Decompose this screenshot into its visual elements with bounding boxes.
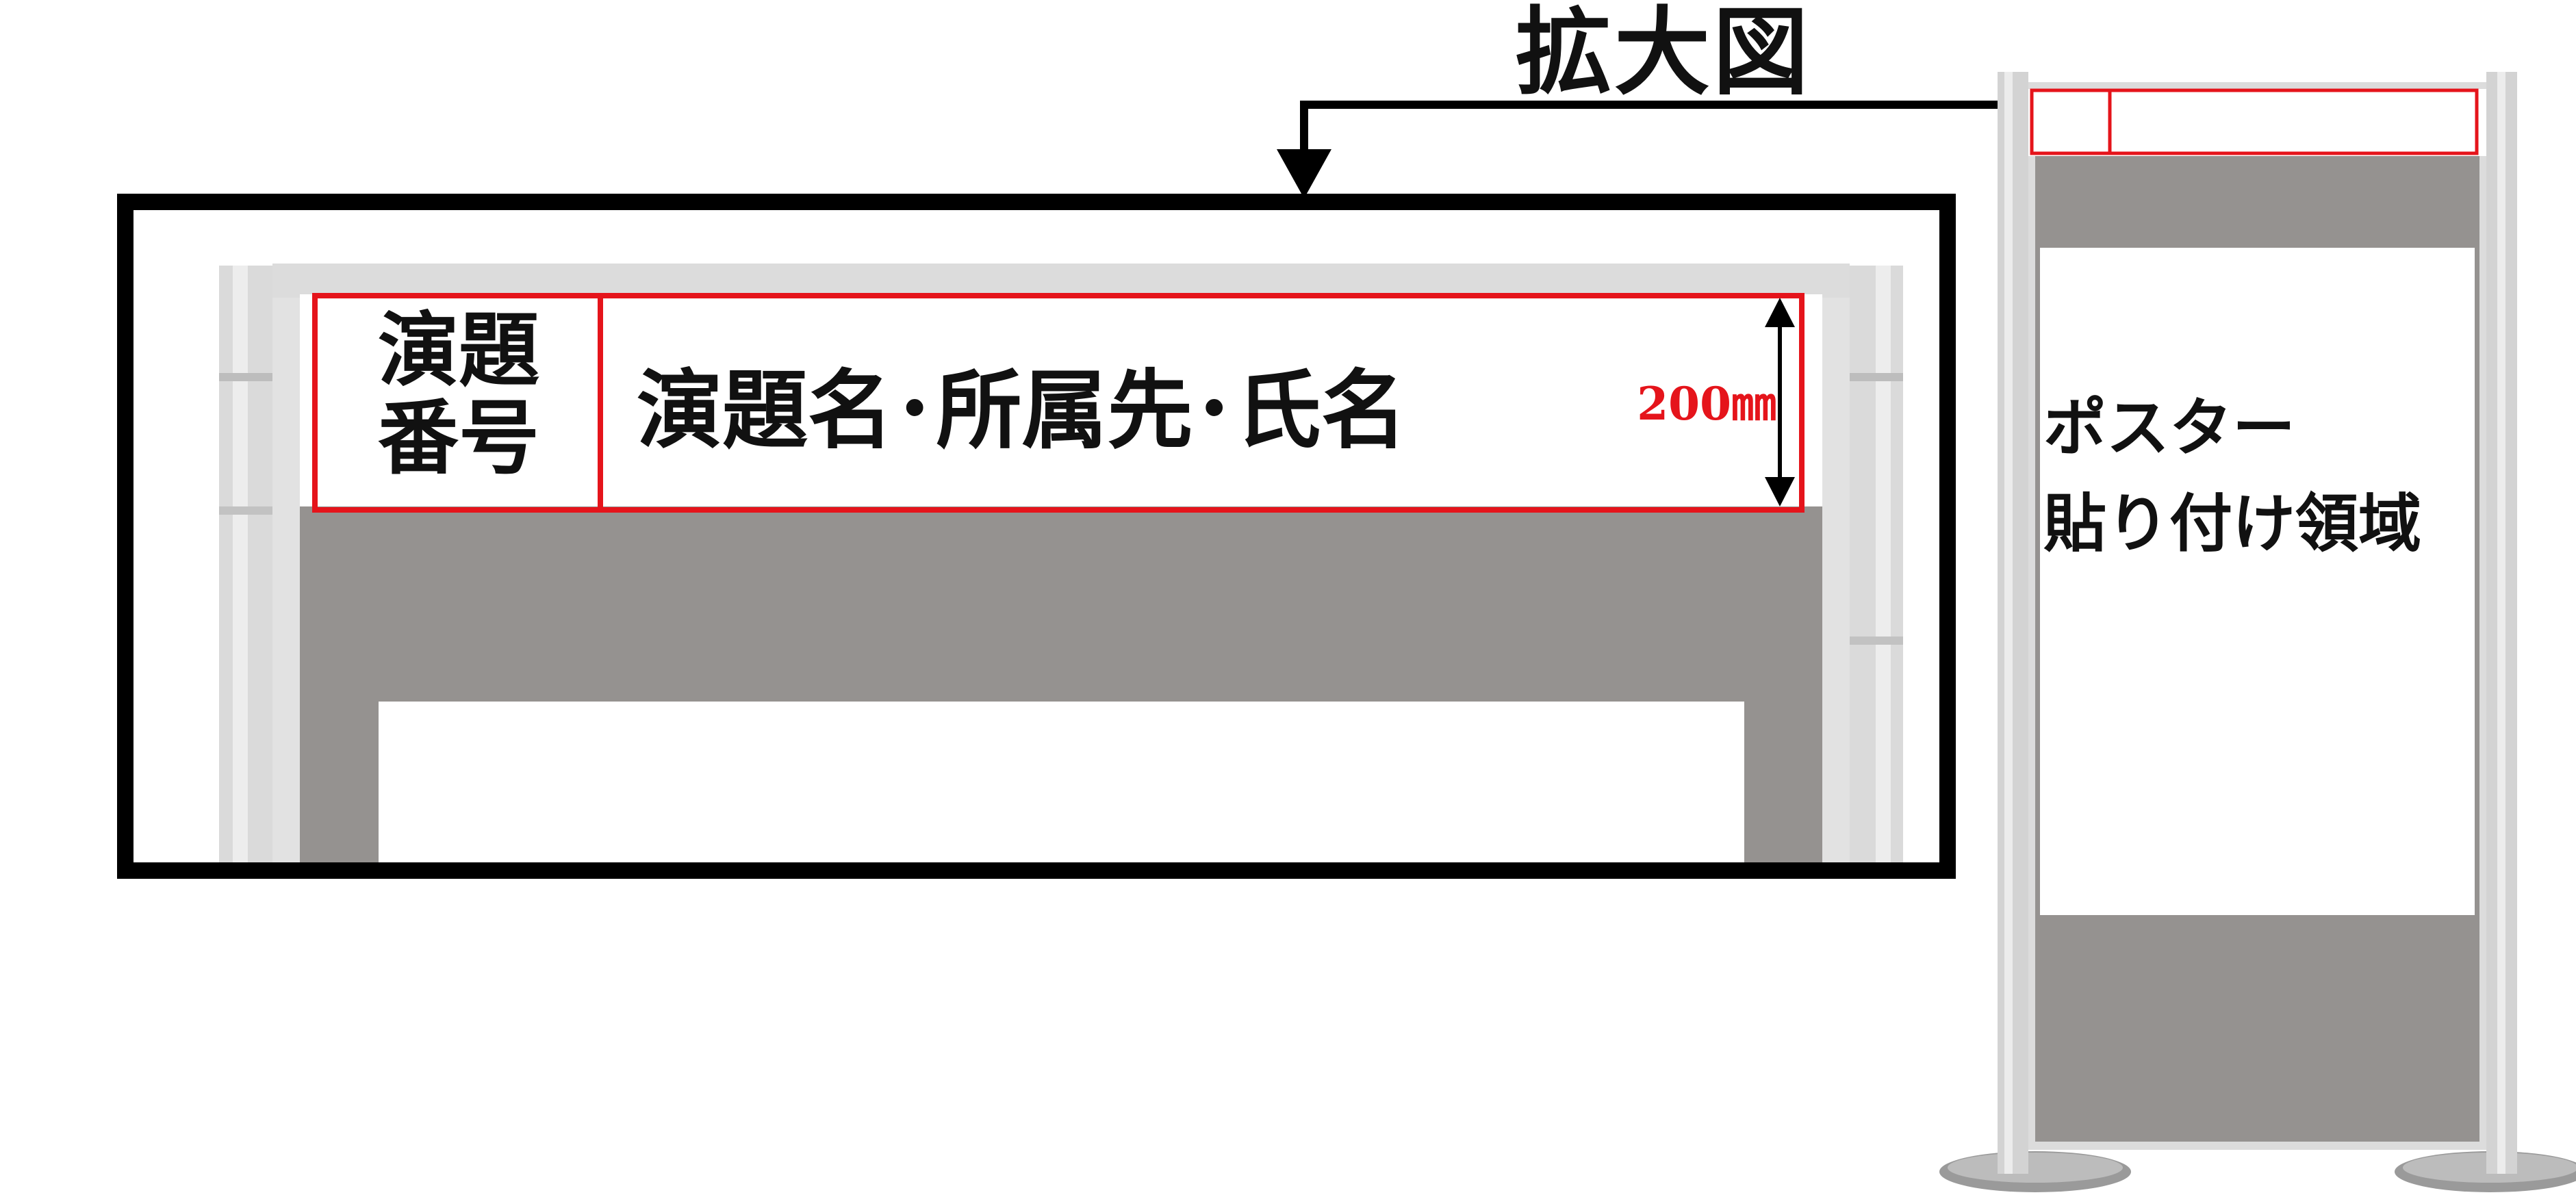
stand-header-outline	[2030, 88, 2479, 155]
dimension-arrow-top	[1765, 298, 1795, 327]
connector-arrowhead	[1277, 149, 1331, 198]
talk-title-label: 演題名･所属先･氏名	[637, 361, 1407, 461]
dimension-arrow-bottom	[1765, 477, 1795, 506]
stand-left-pole	[1998, 72, 2028, 1174]
poster-area-label: ポスター 貼り付け領域	[2043, 380, 2475, 578]
zoom-poster-area	[379, 702, 1744, 868]
stand-header-strip	[2028, 89, 2486, 156]
height-dimension-label: 200㎜	[1637, 377, 1776, 431]
stand-poster-area	[2040, 248, 2475, 915]
zoom-view	[117, 194, 1956, 879]
diagram-title: 拡大図	[1515, 0, 1811, 109]
connector-line	[1300, 101, 2026, 149]
zoom-header-outline	[312, 293, 1805, 513]
talk-number-label-line1: 演題	[377, 303, 539, 398]
zoom-top-frame	[272, 264, 1850, 298]
poster-area-label-line2: 貼り付け領域	[2043, 487, 2422, 561]
stand-view	[1939, 72, 2576, 1192]
poster-area-label-line1: ポスター	[2043, 391, 2296, 465]
talk-number-label-line2: 番号	[377, 390, 539, 485]
zoom-header-strip	[300, 294, 1822, 506]
zoom-frame-outline	[117, 194, 1956, 879]
talk-number-label: 演題 番号	[322, 307, 596, 505]
